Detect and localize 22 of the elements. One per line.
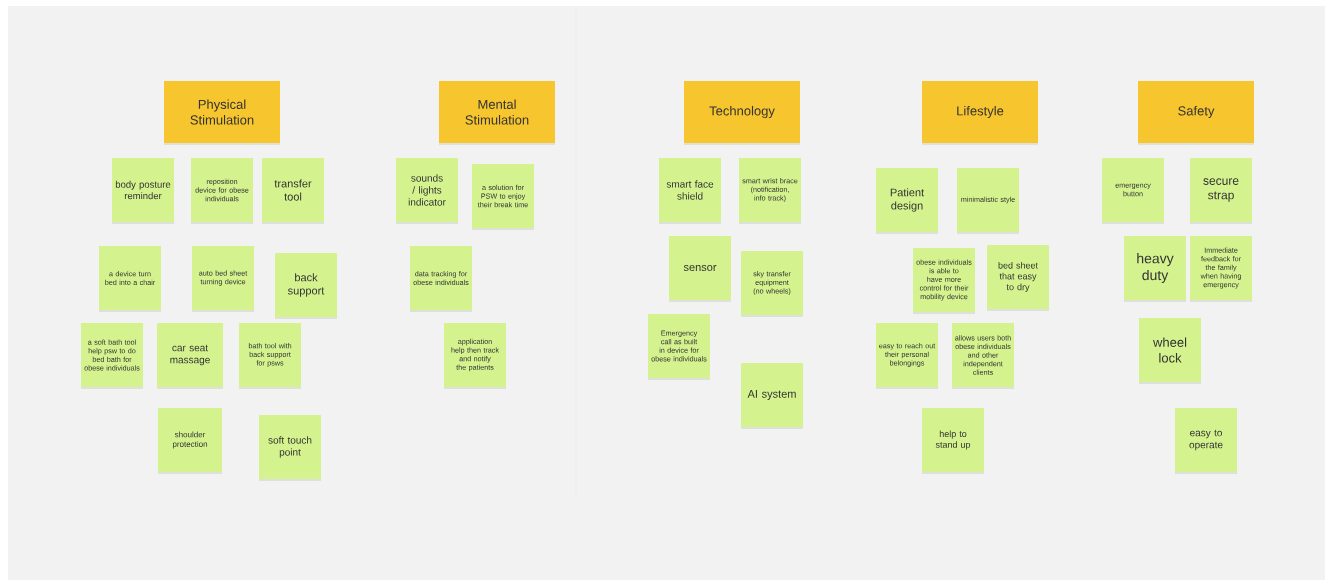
category-header: Technology	[684, 81, 800, 145]
sticky-note: sounds / lights indicator	[396, 158, 458, 224]
sticky-note: transfer tool	[262, 158, 324, 224]
sticky-note: body posture reminder	[112, 158, 174, 224]
sticky-note: bed sheet that easy to dry	[987, 245, 1049, 311]
category-header: Physical Stimulation	[164, 81, 280, 145]
sticky-note: heavy duty	[1124, 236, 1186, 302]
sticky-note: shoulder protection	[158, 408, 222, 474]
category-header: Lifestyle	[922, 81, 1038, 145]
sticky-note: AI system	[741, 363, 803, 429]
sticky-note: help to stand up	[922, 408, 984, 474]
sticky-note: smart face shield	[659, 158, 721, 224]
category-header: Safety	[1138, 81, 1254, 145]
sticky-note: car seat massage	[157, 323, 223, 389]
sticky-note: secure strap	[1190, 158, 1252, 224]
sticky-note: easy to operate	[1175, 408, 1237, 474]
sticky-note: soft touch point	[259, 415, 321, 481]
sticky-note: wheel lock	[1139, 318, 1201, 384]
sticky-note: Patient design	[876, 168, 938, 234]
sticky-note: sensor	[669, 236, 731, 302]
sticky-note: back support	[275, 253, 337, 319]
category-header: Mental Stimulation	[439, 81, 555, 145]
